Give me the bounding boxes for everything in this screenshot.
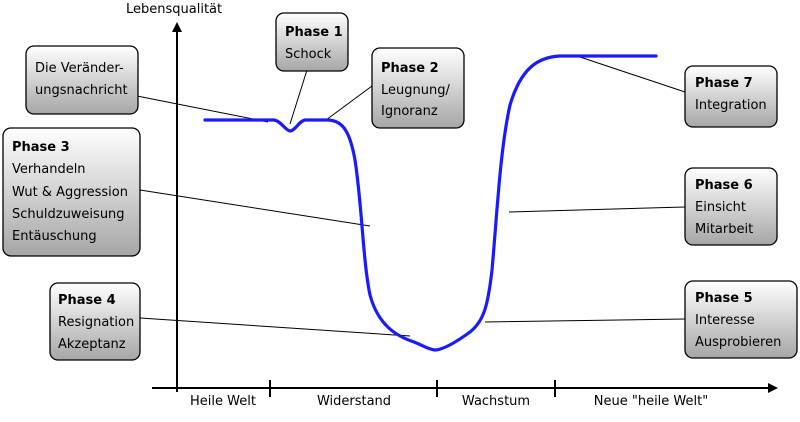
box-title: Phase 7 (695, 76, 753, 91)
connector-line (136, 95, 269, 123)
box-line: Schuldzuweisung (12, 207, 125, 222)
box-phase-3: Phase 3 Verhandeln Wut & Aggression Schu… (2, 127, 141, 257)
box-line: Verhandeln (12, 162, 86, 177)
box-line: Wut & Aggression (12, 185, 128, 200)
connector-line (139, 189, 371, 227)
box-phase-6: Phase 6 Einsicht Mitarbeit (684, 167, 778, 246)
box-title: Phase 3 (12, 140, 70, 155)
connector-line (508, 206, 686, 213)
box-line: Entäuschung (12, 229, 97, 244)
segment-label-widerstand: Widerstand (317, 394, 391, 409)
box-line: Einsicht (695, 200, 746, 215)
box-title: Phase 1 (285, 25, 343, 40)
box-phase-7: Phase 7 Integration (684, 65, 778, 128)
box-line: Die Veränder- (35, 61, 124, 76)
box-line: Interesse (695, 313, 755, 328)
box-phase-1: Phase 1 Schock (275, 12, 349, 72)
box-line: Integration (695, 98, 767, 113)
connector-line (289, 69, 308, 125)
connector-line (484, 318, 686, 323)
box-line: Mitarbeit (695, 222, 753, 237)
connector-line (579, 56, 686, 93)
box-line: Resignation (58, 315, 134, 330)
segment-label-heile-welt: Heile Welt (190, 394, 256, 409)
box-title: Phase 6 (695, 178, 753, 193)
box-title: Phase 2 (381, 61, 439, 76)
box-line: Akzeptanz (58, 337, 126, 352)
segment-label-wachstum: Wachstum (462, 394, 530, 409)
box-line: Ausprobieren (695, 335, 781, 350)
box-line: Schock (285, 47, 332, 62)
segment-label-neue-heile-welt: Neue "heile Welt" (594, 394, 708, 409)
box-phase-2: Phase 2 Leugnung/ Ignoranz (371, 47, 465, 129)
y-axis-label: Lebensqualität (126, 2, 222, 17)
box-line: Ignoranz (381, 104, 438, 119)
box-phase-5: Phase 5 Interesse Ausprobieren (684, 280, 798, 359)
connector-line (139, 317, 411, 337)
box-phase-4: Phase 4 Resignation Akzeptanz (49, 282, 141, 361)
box-title: Phase 5 (695, 291, 753, 306)
connector-line (325, 85, 373, 121)
box-line: Leugnung/ (381, 83, 450, 98)
box-title: Phase 4 (58, 293, 116, 308)
box-veraenderungsnachricht: Die Veränder- ungsnachricht (25, 45, 139, 115)
change-curve (203, 54, 658, 352)
box-line: ungsnachricht (35, 83, 128, 98)
